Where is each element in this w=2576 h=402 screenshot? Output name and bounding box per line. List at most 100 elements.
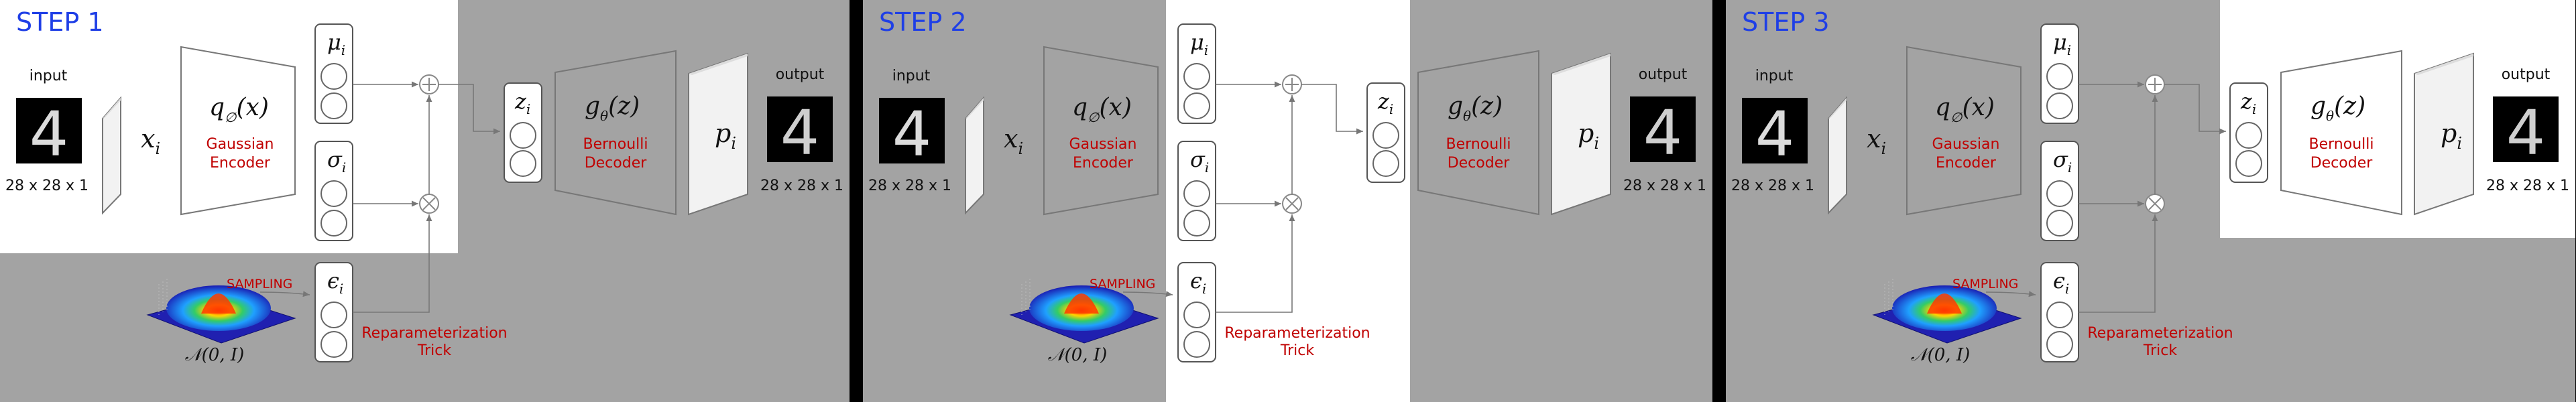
z-label: zi: [1377, 88, 1393, 117]
step-label: STEP 1: [16, 7, 104, 37]
z-label: zi: [514, 88, 530, 117]
output-size-label: 28 x 28 x 1: [2486, 178, 2569, 194]
input-layer-side: [102, 96, 121, 215]
mu-symbol: μ: [2053, 29, 2067, 55]
reparam-label-line2: Trick: [1280, 342, 1314, 359]
gaussian-surface-peak: [201, 293, 236, 314]
output-digit-image: [1630, 96, 1696, 162]
x-label: xi: [141, 124, 160, 158]
p-subscript: i: [1594, 134, 1599, 153]
epsilon-symbol: ϵ: [1190, 268, 1202, 293]
epsilon-symbol: ϵ: [327, 268, 339, 293]
x-label: xi: [1004, 124, 1023, 158]
encoder-name-line2: Encoder: [1936, 155, 1997, 172]
input-label: input: [892, 68, 931, 84]
add-to-z-arrow: [1301, 84, 1363, 135]
sigma-unit: [1183, 180, 1210, 207]
reparam-label-line1: Reparameterization: [2087, 325, 2233, 342]
mu-unit: [320, 92, 347, 119]
z-unit: [1372, 122, 1399, 149]
input-label: input: [1755, 68, 1794, 84]
epsilon-subscript: i: [2065, 281, 2069, 297]
reparam-label-line2: Trick: [2143, 342, 2177, 359]
sigma-unit: [1183, 210, 1210, 237]
epsilon-to-multiply-arrow: [2079, 214, 2158, 313]
add-to-z-arrow: [2164, 84, 2226, 135]
sampling-arrow: [1985, 291, 2036, 297]
encoder-arg: (x): [1962, 94, 1994, 121]
output-label: output: [1639, 66, 1688, 83]
output-layer-edge: [2414, 54, 2473, 75]
encoder-formula: q∅(x): [1935, 94, 1995, 125]
gaussian-surface-peak: [1927, 293, 1962, 314]
epsilon-label: ϵi: [327, 268, 343, 297]
output-layer-side: [2414, 52, 2474, 216]
x-subscript: i: [1018, 139, 1023, 158]
output-layer-edge: [1552, 54, 1611, 75]
epsilon-label: ϵi: [1190, 268, 1206, 297]
reparam-label-line2: Trick: [417, 342, 451, 359]
input-digit-image: [879, 98, 945, 163]
sampling-label: SAMPLING: [227, 277, 292, 291]
decoder-name-line1: Bernoulli: [1446, 136, 1511, 153]
sampling-label: SAMPLING: [1090, 277, 1155, 291]
p-label: pi: [1578, 119, 1599, 153]
x-symbol: x: [141, 124, 155, 153]
decoder-arg: (z): [608, 92, 640, 120]
encoder-arg: (x): [1099, 94, 1131, 121]
mu-label: μi: [2053, 29, 2071, 58]
encoder-subscript: ∅: [1950, 109, 1963, 125]
encoder-arg: (x): [236, 94, 268, 121]
decoder-g: g: [2310, 92, 2326, 120]
reparam-label-line1: Reparameterization: [361, 325, 507, 342]
output-digit-image: [2493, 96, 2559, 162]
mu-unit: [1183, 63, 1210, 90]
encoder-q: q: [1935, 94, 1950, 121]
decoder-shape: [1417, 50, 1539, 216]
mu-label: μi: [1190, 29, 1208, 58]
epsilon-unit: [320, 302, 347, 328]
mu-unit: [320, 63, 347, 90]
z-symbol: z: [2240, 88, 2253, 114]
input-size-label: 28 x 28 x 1: [868, 178, 951, 194]
normal-distribution-label: 𝒩(0, I): [1911, 345, 1971, 365]
epsilon-label: ϵi: [2053, 268, 2069, 297]
multiply-node-times: [2148, 197, 2162, 210]
decoder-name-line2: Decoder: [585, 155, 648, 172]
z-unit: [2235, 122, 2262, 149]
sigma-unit: [2046, 210, 2073, 237]
z-label: zi: [2240, 88, 2256, 117]
x-label: xi: [1867, 124, 1886, 158]
input-digit-glyph: 4: [30, 98, 69, 170]
sigma-subscript: i: [342, 159, 346, 176]
encoder-formula: q∅(x): [1072, 94, 1132, 125]
encoder-name-line1: Gaussian: [1932, 136, 2000, 153]
output-size-label: 28 x 28 x 1: [1623, 178, 1706, 194]
z-subscript: i: [1389, 101, 1393, 117]
output-layer-side: [1551, 52, 1611, 216]
decoder-name-line2: Decoder: [2310, 155, 2374, 172]
encoder-q: q: [209, 94, 225, 121]
epsilon-subscript: i: [339, 281, 343, 297]
output-layer-edge: [689, 54, 748, 75]
mu-symbol: μ: [1190, 29, 1204, 55]
sigma-unit: [2046, 180, 2073, 207]
output-digit-glyph: 4: [1643, 97, 1683, 169]
decoder-g: g: [1448, 92, 1463, 120]
z-subscript: i: [2252, 101, 2256, 117]
sigma-label: σi: [327, 147, 346, 176]
z-unit: [510, 150, 536, 177]
input-layer-edge: [1828, 98, 1847, 119]
sigma-label: σi: [1190, 147, 1209, 176]
input-size-label: 28 x 28 x 1: [5, 178, 89, 194]
decoder-name-line1: Bernoulli: [2309, 136, 2374, 153]
encoder-shape: [1906, 46, 2022, 216]
output-layer-side: [688, 52, 748, 216]
p-symbol: p: [715, 119, 731, 148]
decoder-name-line1: Bernoulli: [583, 136, 648, 153]
decoder-arg: (z): [2334, 92, 2365, 120]
epsilon-unit: [320, 331, 347, 358]
sigma-symbol: σ: [2053, 147, 2068, 172]
p-symbol: p: [2441, 119, 2457, 148]
